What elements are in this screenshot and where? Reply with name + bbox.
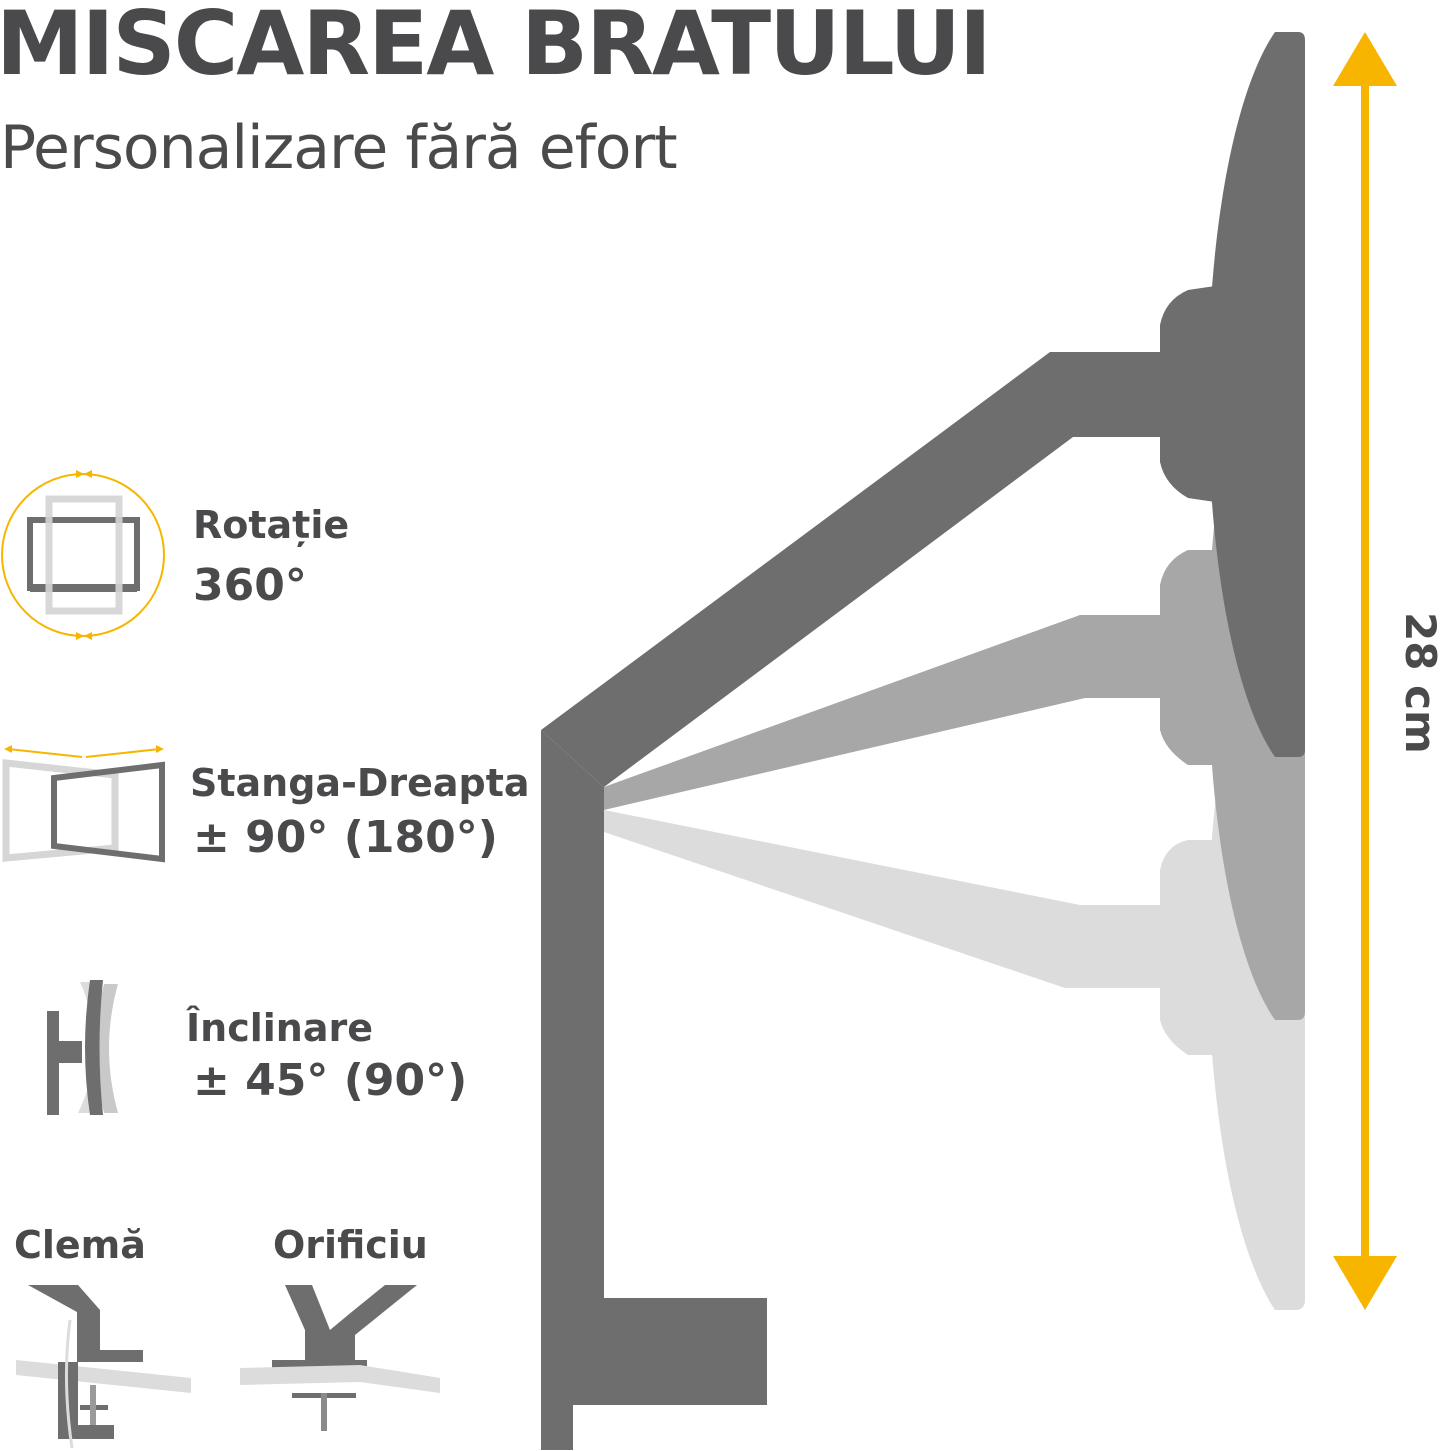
- page-title: MISCAREA BRATULUI: [0, 0, 992, 95]
- height-dimension-arrow: [1333, 32, 1397, 1310]
- rotation-icon: [1, 470, 165, 640]
- page-subtitle: Personalizare fără efort: [0, 113, 678, 183]
- height-dimension-label: 28 cm: [1396, 612, 1445, 754]
- swivel-label: Stanga-Dreapta: [190, 761, 530, 805]
- rotation-value: 360°: [193, 560, 307, 611]
- arm-position-high: [541, 32, 1305, 1450]
- tilt-icon: [47, 980, 118, 1115]
- clamp-mount-icon: [16, 1285, 191, 1449]
- swivel-value: ± 90° (180°): [193, 812, 498, 863]
- tilt-value: ± 45° (90°): [193, 1055, 468, 1106]
- tilt-label: Înclinare: [186, 1006, 373, 1050]
- grommet-mount-icon: [240, 1285, 440, 1431]
- clamp-mount-label: Clemă: [14, 1223, 146, 1267]
- swivel-icon: [2, 745, 165, 863]
- grommet-mount-label: Orificiu: [273, 1223, 428, 1267]
- rotation-label: Rotație: [193, 503, 350, 547]
